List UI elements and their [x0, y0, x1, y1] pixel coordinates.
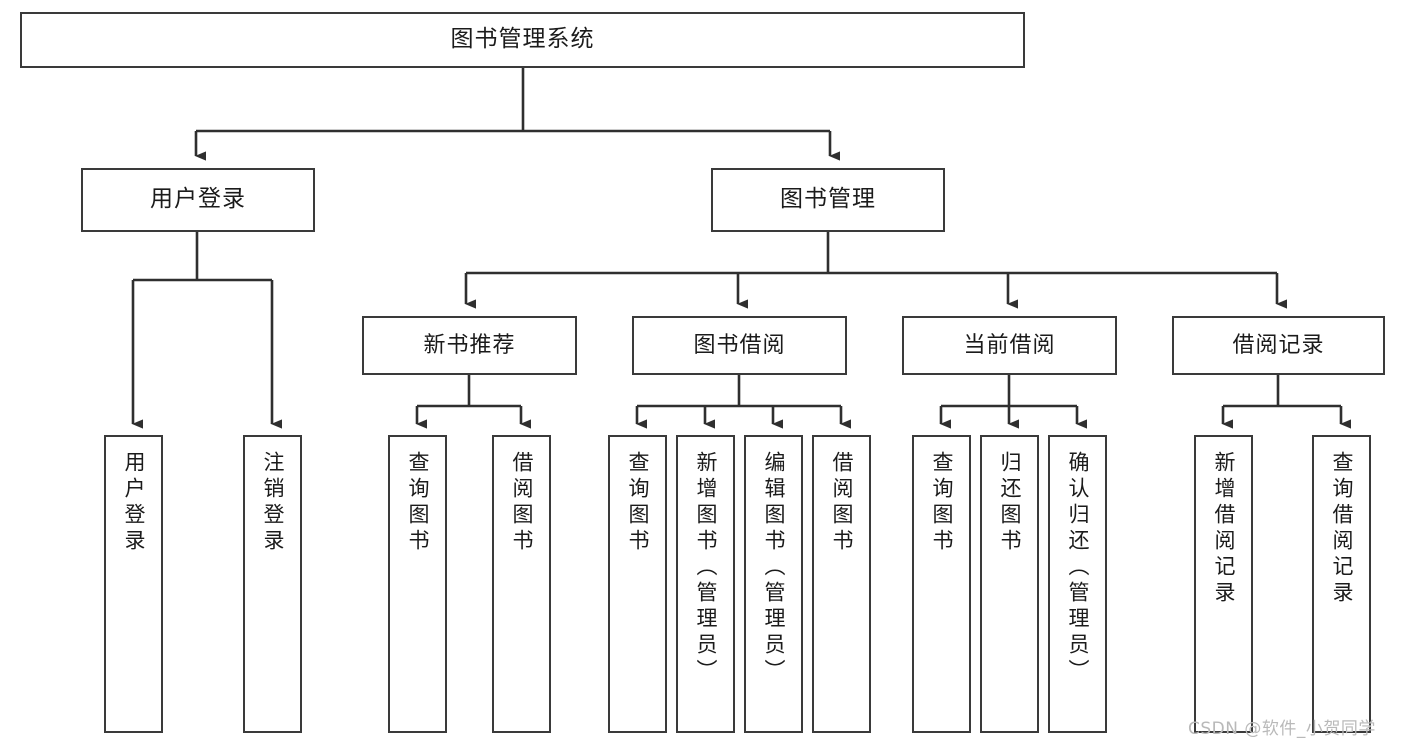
node-label: 查询图书: [626, 451, 650, 555]
leaf-new-book-query[interactable]: 查询图书: [388, 435, 447, 733]
leaf-user-login-login[interactable]: 用户登录: [104, 435, 163, 733]
node-label: 归还图书: [998, 451, 1022, 555]
leaf-new-book-borrow[interactable]: 借阅图书: [492, 435, 551, 733]
node-label: 查询图书: [930, 451, 954, 555]
node-label: 查询图书: [406, 451, 430, 555]
node-label: 当前借阅: [963, 332, 1056, 358]
leaf-current-return-book[interactable]: 归还图书: [980, 435, 1039, 733]
node-label: 图书管理: [780, 186, 876, 213]
leaf-borrow-query-book[interactable]: 查询图书: [608, 435, 667, 733]
node-label: 借阅图书: [510, 451, 534, 555]
node-label: 新增借阅记录: [1212, 451, 1236, 607]
node-label: 图书管理系统: [450, 26, 595, 53]
node-label: 编辑图书（管理员）: [762, 451, 786, 685]
node-label: 借阅图书: [830, 451, 854, 555]
leaf-user-login-logout[interactable]: 注销登录: [243, 435, 302, 733]
leaf-borrow-borrow-book[interactable]: 借阅图书: [812, 435, 871, 733]
leaf-current-confirm-return[interactable]: 确认归还（管理员）: [1048, 435, 1107, 733]
node-label: 注销登录: [261, 451, 285, 555]
leaf-record-query[interactable]: 查询借阅记录: [1312, 435, 1371, 733]
leaf-borrow-edit-book[interactable]: 编辑图书（管理员）: [744, 435, 803, 733]
node-label: 新书推荐: [423, 332, 516, 358]
node-label: 查询借阅记录: [1330, 451, 1354, 607]
node-user-login[interactable]: 用户登录: [81, 168, 315, 232]
node-borrow-record[interactable]: 借阅记录: [1172, 316, 1385, 375]
node-label: 新增图书（管理员）: [694, 451, 718, 685]
leaf-current-query-book[interactable]: 查询图书: [912, 435, 971, 733]
node-label: 图书借阅: [693, 332, 786, 358]
node-current-borrow[interactable]: 当前借阅: [902, 316, 1117, 375]
node-label: 确认归还（管理员）: [1066, 451, 1090, 685]
leaf-record-add[interactable]: 新增借阅记录: [1194, 435, 1253, 733]
node-label: 借阅记录: [1232, 332, 1325, 358]
leaf-borrow-add-book[interactable]: 新增图书（管理员）: [676, 435, 735, 733]
node-root-system[interactable]: 图书管理系统: [20, 12, 1025, 68]
node-label: 用户登录: [150, 186, 246, 213]
node-book-management[interactable]: 图书管理: [711, 168, 945, 232]
node-new-book-recommend[interactable]: 新书推荐: [362, 316, 577, 375]
node-book-borrow[interactable]: 图书借阅: [632, 316, 847, 375]
node-label: 用户登录: [122, 451, 146, 555]
